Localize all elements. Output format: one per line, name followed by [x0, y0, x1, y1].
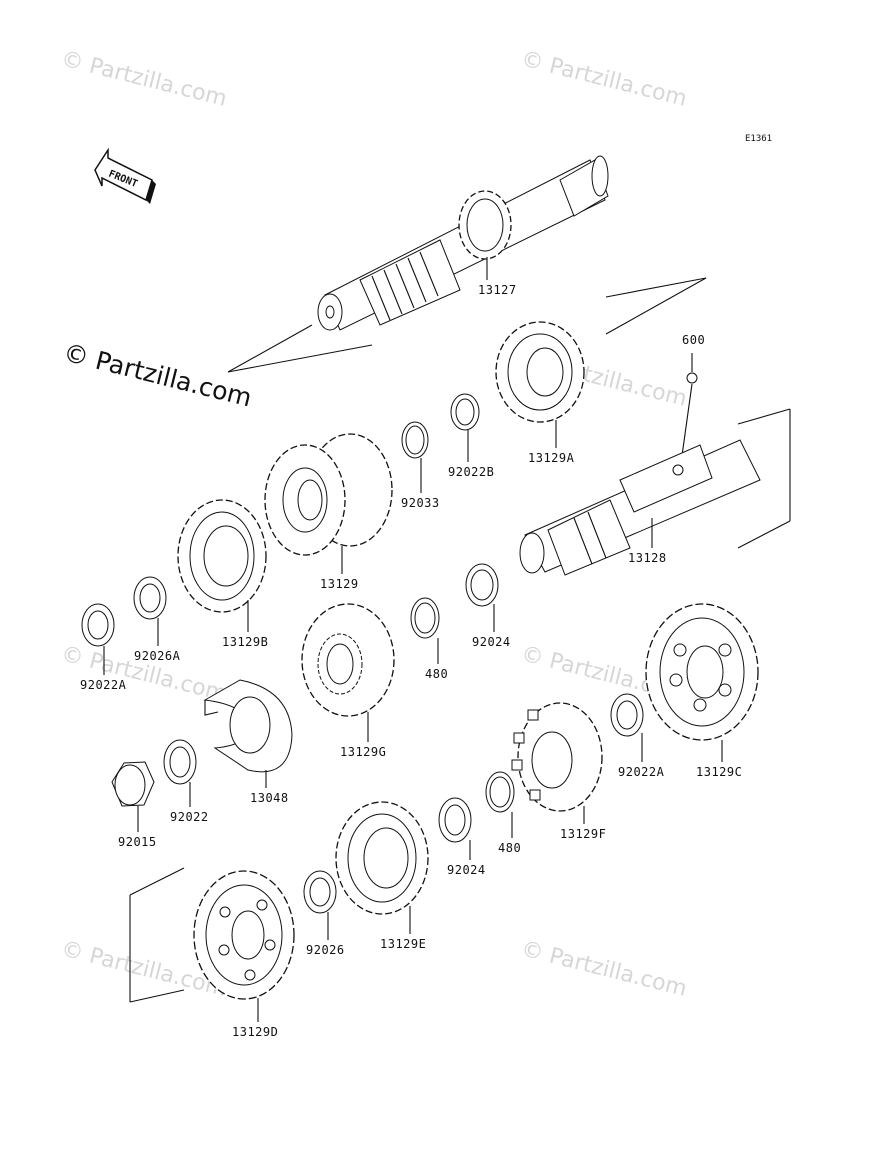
part-label-13129G: 13129G — [340, 745, 386, 759]
part-label-13048: 13048 — [250, 791, 289, 805]
part-label-92022: 92022 — [170, 810, 209, 824]
ball-600 — [686, 372, 698, 384]
collar-13048 — [203, 679, 293, 773]
nut-92015 — [111, 761, 155, 807]
part-label-92022B: 92022B — [448, 465, 494, 479]
part-label-92024-bottom: 92024 — [447, 863, 486, 877]
partzilla-watermark: © Partzilla.com — [61, 338, 255, 413]
part-label-92022A-left: 92022A — [80, 678, 127, 692]
part-label-13129C: 13129C — [696, 765, 742, 779]
gear-13129G — [301, 603, 395, 717]
part-label-92015: 92015 — [118, 835, 157, 849]
part-label-13128: 13128 — [628, 551, 667, 565]
part-label-13129A: 13129A — [528, 451, 575, 465]
part-label-92026: 92026 — [306, 943, 345, 957]
gear-13129E — [335, 801, 429, 915]
part-label-92022A-right: 92022A — [618, 765, 665, 779]
gear-13129C — [645, 603, 759, 741]
part-label-600: 600 — [682, 333, 705, 347]
front-arrow-icon: FRONT — [94, 147, 156, 204]
part-label-13127: 13127 — [478, 283, 517, 297]
part-label-480-top: 480 — [425, 667, 448, 681]
watermark: © Partzilla.com — [59, 47, 230, 112]
shaft-13127 — [317, 155, 609, 331]
shaft-13128 — [519, 439, 761, 576]
part-label-92024-top: 92024 — [472, 635, 511, 649]
part-label-92026A: 92026A — [134, 649, 181, 663]
gear-13129 — [264, 433, 393, 556]
part-label-13129F: 13129F — [560, 827, 606, 841]
part-label-13129D: 13129D — [232, 1025, 278, 1039]
part-label-13129B: 13129B — [222, 635, 268, 649]
gear-13129F — [511, 702, 603, 812]
part-label-13129: 13129 — [320, 577, 359, 591]
part-label-480-bottom: 480 — [498, 841, 521, 855]
reference-code: E1361 — [745, 134, 772, 144]
part-label-13129E: 13129E — [380, 937, 426, 951]
gear-13129D — [193, 870, 295, 1000]
watermark: © Partzilla.com — [519, 47, 690, 112]
watermark: © Partzilla.com — [519, 937, 690, 1002]
part-label-92033: 92033 — [401, 496, 440, 510]
gear-13129A — [495, 321, 585, 423]
gear-13129B — [177, 499, 267, 613]
